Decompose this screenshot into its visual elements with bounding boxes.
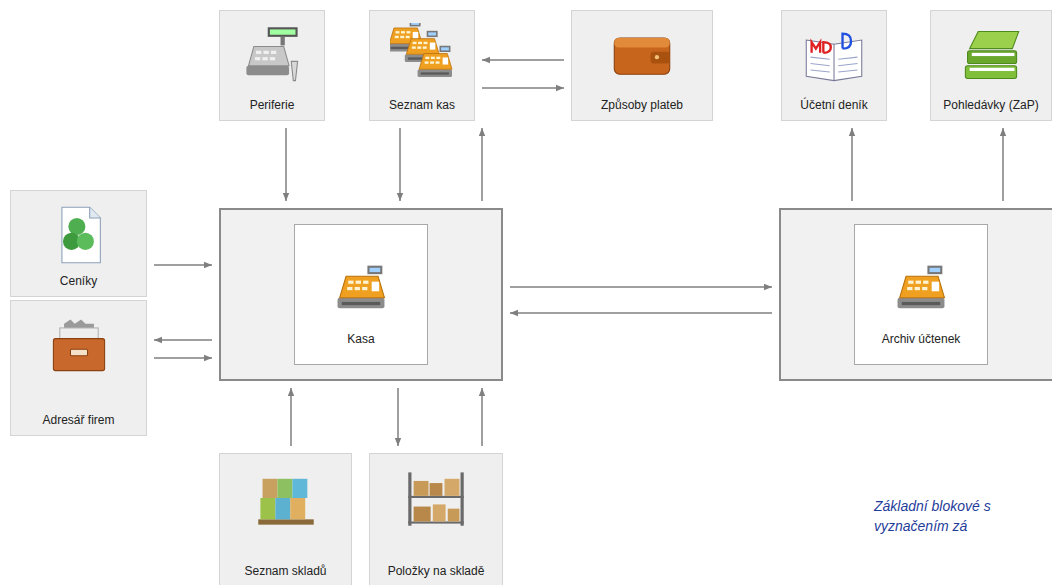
module-icon <box>47 203 111 267</box>
module-label: Kasa <box>295 332 427 346</box>
module-icon <box>610 23 674 87</box>
module-label: Pohledávky (ZaP) <box>931 98 1051 112</box>
module-icon <box>240 23 304 87</box>
module-icon <box>802 23 866 87</box>
flow-arrow <box>154 339 212 341</box>
flow-arrow <box>285 128 287 201</box>
module-box: Periferie <box>219 10 325 121</box>
flow-arrow <box>481 128 483 201</box>
module-box: Seznam skladů <box>219 453 352 585</box>
module-icon <box>404 466 468 530</box>
module-panel: Kasa <box>294 224 428 365</box>
module-label: Účetní deník <box>782 98 886 112</box>
module-box: Pohledávky (ZaP) <box>930 10 1052 121</box>
flow-arrow <box>851 128 853 201</box>
flow-arrow <box>154 357 212 359</box>
flow-arrow <box>1002 128 1004 201</box>
module-panel: Archiv účtenek <box>854 224 988 365</box>
flow-arrow <box>481 388 483 446</box>
module-box: Seznam kas <box>369 10 475 121</box>
figure-caption: Základní blokové s vyznačením zá <box>874 496 998 536</box>
module-label: Ceníky <box>11 274 146 288</box>
module-box: Položky na skladě <box>369 453 503 585</box>
module-label: Způsoby plateb <box>572 98 712 112</box>
flow-arrow <box>482 87 564 89</box>
flow-arrow <box>510 286 772 288</box>
module-box: Adresář firem <box>10 300 147 436</box>
module-icon <box>889 255 953 319</box>
flow-arrow <box>399 128 401 201</box>
module-frame: Archiv účtenek <box>779 208 1052 381</box>
flow-arrow <box>154 264 212 266</box>
module-icon <box>254 466 318 530</box>
module-frame: Kasa <box>219 208 503 381</box>
module-label: Periferie <box>220 98 324 112</box>
module-label: Archiv účtenek <box>855 332 987 346</box>
flow-arrow <box>397 388 399 446</box>
module-label: Seznam kas <box>370 98 474 112</box>
module-icon <box>329 255 393 319</box>
module-box: Ceníky <box>10 190 147 297</box>
module-box: Způsoby plateb <box>571 10 713 121</box>
flow-arrow <box>290 388 292 446</box>
module-label: Adresář firem <box>11 413 146 427</box>
flow-arrow <box>482 59 564 61</box>
module-label: Položky na skladě <box>370 564 502 578</box>
module-icon <box>390 23 454 87</box>
module-icon <box>47 313 111 377</box>
flow-arrow <box>510 312 772 314</box>
module-label: Seznam skladů <box>220 564 351 578</box>
module-box: Účetní deník <box>781 10 887 121</box>
module-icon <box>959 23 1023 87</box>
